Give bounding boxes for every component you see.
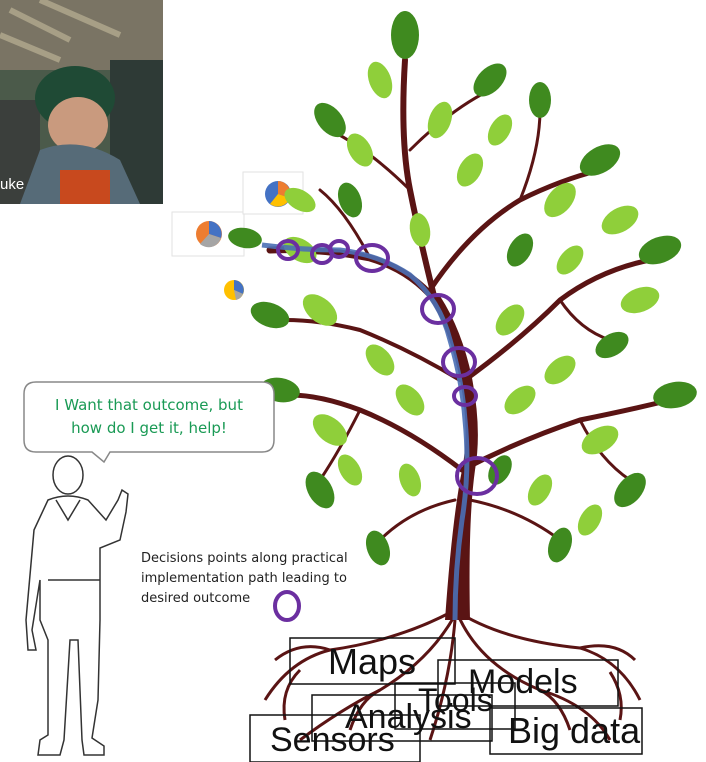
decision-note-line-1: Decisions points along practical <box>141 549 391 569</box>
speech-line-2: how do I get it, help! <box>24 417 274 440</box>
person-figure <box>26 456 128 755</box>
decision-note-line-2: implementation path leading to <box>141 569 391 589</box>
speech-line-1: I Want that outcome, but <box>24 394 274 417</box>
label-maps: Maps <box>328 644 416 680</box>
speech-bubble-text: I Want that outcome, but how do I get it… <box>24 394 274 440</box>
label-big-data: Big data <box>508 713 640 749</box>
label-sensors: Sensors <box>270 723 395 757</box>
mini-chart-3 <box>224 280 244 300</box>
decision-note: Decisions points along practical impleme… <box>141 549 391 609</box>
decision-note-line-3: desired outcome <box>141 589 391 609</box>
